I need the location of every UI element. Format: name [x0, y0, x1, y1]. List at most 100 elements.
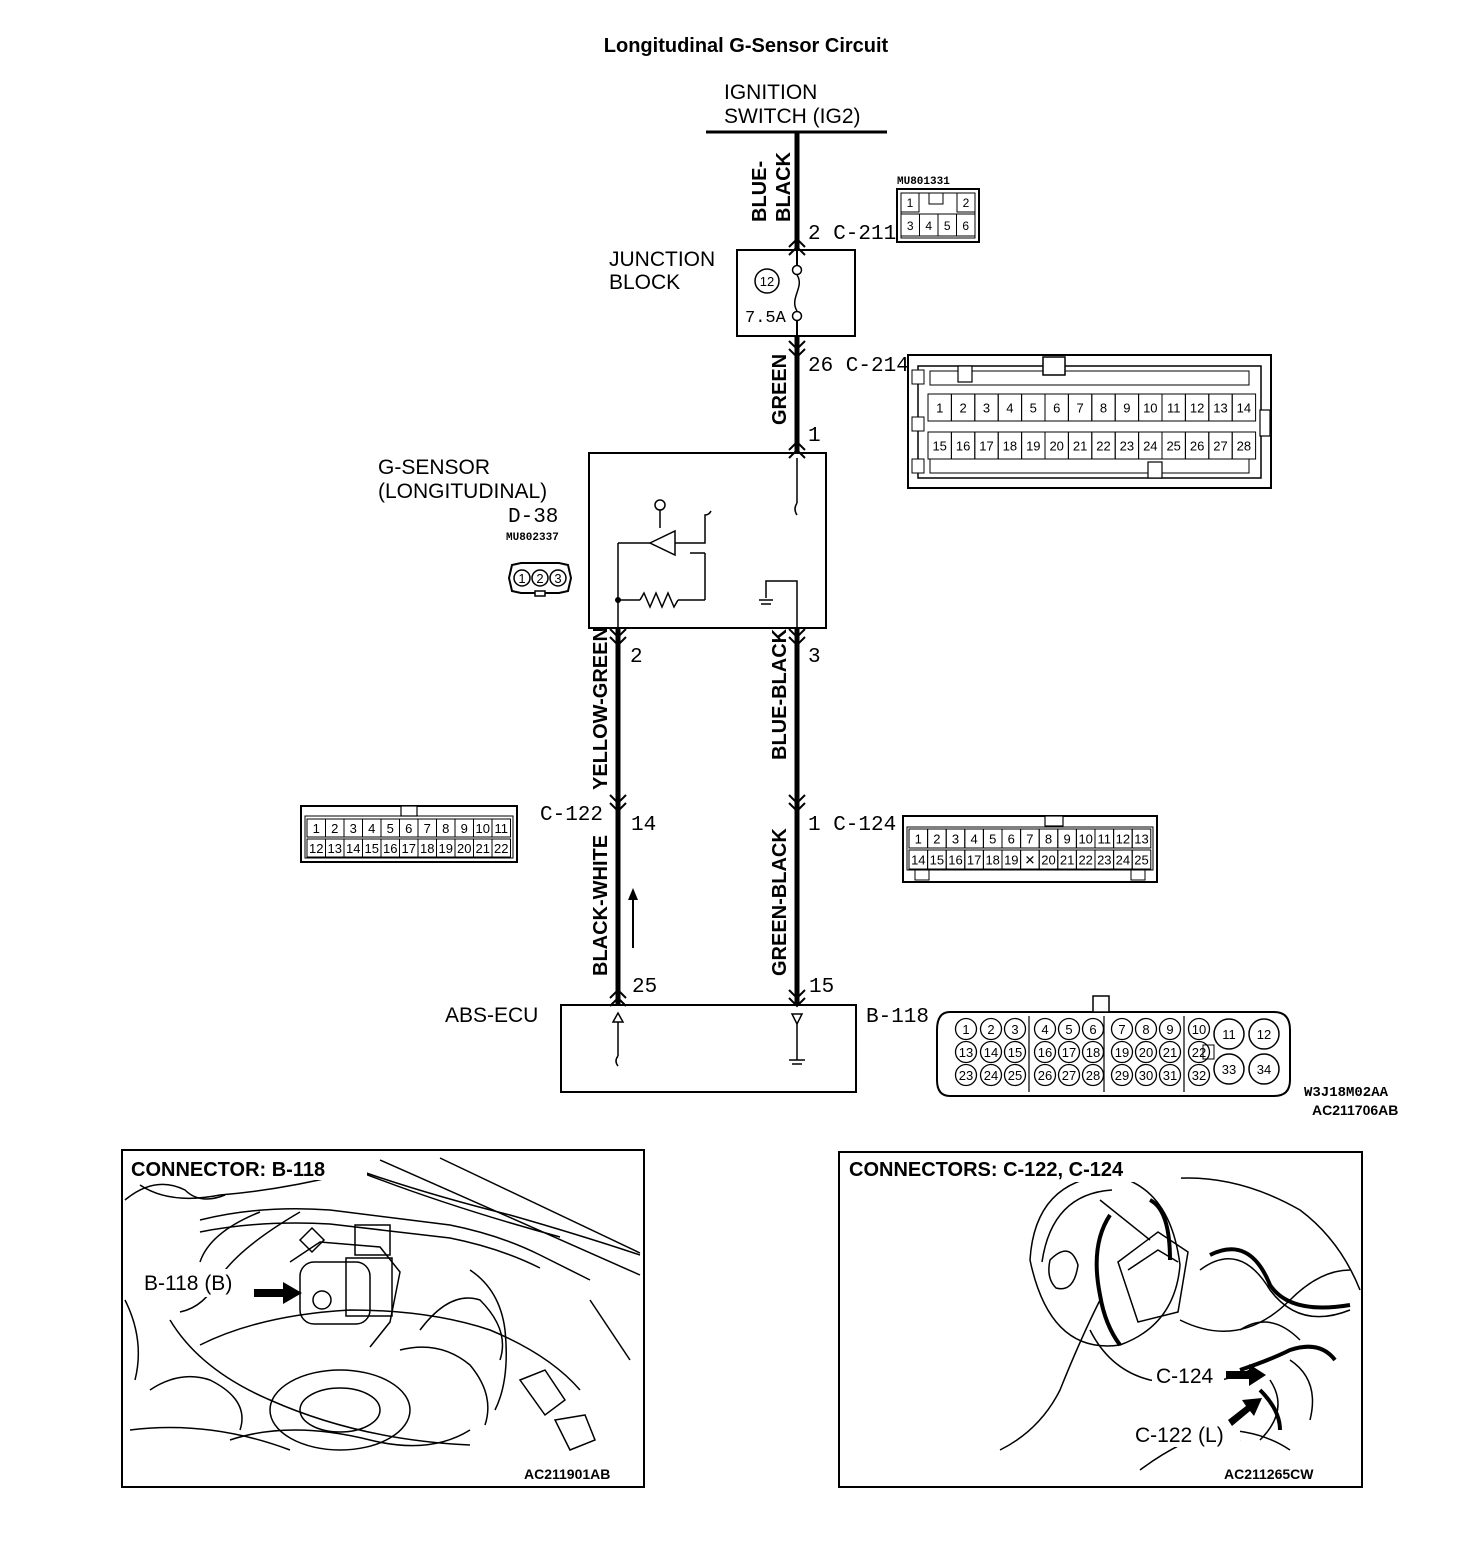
- b118-pin: 13: [959, 1045, 973, 1060]
- c122-pin: 17: [402, 841, 416, 856]
- c214-pin: 26: [1190, 439, 1204, 454]
- c122-pin: 9: [461, 821, 468, 836]
- callout-arrow-b118: [254, 1282, 302, 1304]
- b118-pin-circle: [1033, 1040, 1057, 1064]
- c214-pin: 25: [1166, 439, 1180, 454]
- c124-pin: 23: [1097, 853, 1111, 868]
- c124-pin: 21: [1060, 853, 1074, 868]
- c122-pin: 18: [420, 841, 434, 856]
- pin-label-sensor-3: 3: [808, 646, 821, 669]
- b118-pin-circle: [979, 1040, 1003, 1064]
- c122-pin: 10: [476, 821, 490, 836]
- b118-pin-circle: [1110, 1063, 1134, 1087]
- c124-pin: 10: [1078, 832, 1092, 847]
- c214-pin: 2: [959, 401, 966, 416]
- b118-pin: 5: [1065, 1022, 1072, 1037]
- part-number-mu801331: MU801331: [897, 176, 950, 188]
- connector-mark-sensor-pin1: [788, 440, 806, 459]
- c214-pin: 7: [1076, 401, 1083, 416]
- b118-pin: 1: [962, 1022, 969, 1037]
- c124-pin: 1: [915, 832, 922, 847]
- d38-pin-circle: [513, 569, 531, 587]
- c124-pin: 17: [967, 853, 981, 868]
- panel-left-callout: B-118 (B): [144, 1272, 232, 1295]
- mu801331-pin: 6: [962, 219, 969, 233]
- panel-connector-b118: CONNECTOR: B-118 B-118 (B) AC211901AB: [121, 1149, 645, 1488]
- c124-pin: 14: [911, 853, 925, 868]
- c122-pin: 8: [442, 821, 449, 836]
- panel-right-title: CONNECTORS: C-122, C-124: [849, 1159, 1124, 1181]
- b118-pin-circle: [979, 1017, 1003, 1041]
- engine-bay-illustration: [124, 1157, 641, 1451]
- b118-pin-circle: [1187, 1063, 1211, 1087]
- pin-label-ecu-25: 25: [632, 976, 657, 999]
- b118-large-pin: 34: [1257, 1062, 1271, 1077]
- b118-pin: 24: [984, 1068, 998, 1083]
- b118-pin-circle: [1081, 1017, 1105, 1041]
- b118-large-pin-circle: [1248, 1018, 1280, 1050]
- c122-pin: 5: [387, 821, 394, 836]
- abs-ecu-connector: B-118: [866, 1006, 929, 1029]
- c124-pin: 3: [952, 832, 959, 847]
- junction-block-label-1: JUNCTION: [609, 248, 715, 271]
- b118-pin: 14: [984, 1045, 998, 1060]
- c124-pin: 9: [1063, 832, 1070, 847]
- b118-pin: 21: [1163, 1045, 1177, 1060]
- g-sensor-label-1: G-SENSOR: [378, 456, 490, 479]
- panel-right-callout-c122: C-122 (L): [1135, 1424, 1224, 1447]
- b118-pin-circle: [1057, 1017, 1081, 1041]
- g-sensor-label-2: (LONGITUDINAL): [378, 480, 547, 503]
- signal-direction-arrow: [628, 888, 638, 948]
- b118-pin-circle: [1187, 1040, 1211, 1064]
- fuse-element: [794, 274, 800, 312]
- mu801331-slot: [928, 192, 944, 205]
- c122-pin: 13: [328, 841, 342, 856]
- c122-pin: 6: [405, 821, 412, 836]
- pin-label-sensor-2: 2: [630, 646, 643, 669]
- fuse-number: 12: [760, 274, 774, 289]
- mu801331-cell: [900, 192, 920, 213]
- c214-pin: 16: [956, 439, 970, 454]
- c214-pin: 6: [1053, 401, 1060, 416]
- b118-pin: 17: [1062, 1045, 1076, 1060]
- d38-pin: 1: [518, 571, 525, 586]
- c214-pin: 20: [1049, 439, 1063, 454]
- c214-pin: 18: [1003, 439, 1017, 454]
- b118-pin: 30: [1139, 1068, 1153, 1083]
- connector-mark-ecu-pin25: [609, 988, 627, 1007]
- panel-right-callout-c124: C-124: [1156, 1365, 1214, 1388]
- wire-label-green-black: GREEN-BLACK: [769, 828, 791, 976]
- b118-pin: 3: [1011, 1022, 1018, 1037]
- b118-pin: 2: [987, 1022, 994, 1037]
- c214-cell: [1231, 393, 1257, 422]
- c122-pin: 4: [368, 821, 375, 836]
- wire-label-green: GREEN: [769, 354, 791, 425]
- b118-pin-circle: [1003, 1063, 1027, 1087]
- b118-pin: 31: [1163, 1068, 1177, 1083]
- c214-pin: 3: [983, 401, 990, 416]
- b118-pin: 10: [1192, 1022, 1206, 1037]
- fuse-number-circle: [754, 268, 780, 294]
- c124-pin: 15: [930, 853, 944, 868]
- c214-pin: 19: [1026, 439, 1040, 454]
- c122-pin: 20: [457, 841, 471, 856]
- figure-code-1: W3J18M02AA: [1304, 1085, 1389, 1101]
- b118-pin-circle: [1158, 1017, 1182, 1041]
- c214-pin: 22: [1096, 439, 1110, 454]
- b118-pin-circle: [1187, 1017, 1211, 1041]
- b118-pin: 26: [1038, 1068, 1052, 1083]
- b118-pin-circle: [979, 1063, 1003, 1087]
- b118-large-pin-circle: [1213, 1053, 1245, 1085]
- b118-pin-circle: [1134, 1017, 1158, 1041]
- c122-cell: [491, 838, 511, 858]
- b118-pin-circle: [1110, 1017, 1134, 1041]
- abs-ecu-label: ABS-ECU: [445, 1004, 538, 1027]
- fuse-rating: 7.5A: [745, 309, 787, 328]
- b118-pin-circle: [1158, 1063, 1182, 1087]
- pin-label-c122-pin: 14: [631, 814, 656, 837]
- figure-code-2: AC211706AB: [1312, 1102, 1398, 1118]
- b118-pin: 6: [1089, 1022, 1096, 1037]
